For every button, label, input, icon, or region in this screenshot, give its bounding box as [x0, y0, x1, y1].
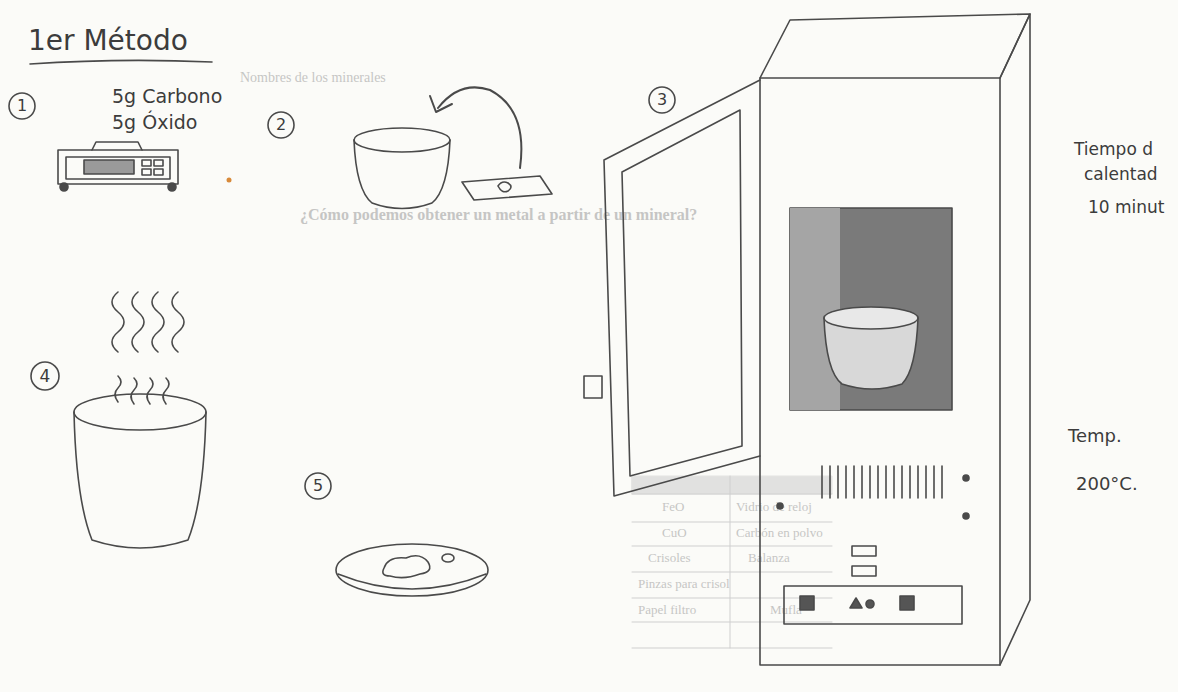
show-through-cell: Balanza [748, 551, 790, 565]
screw [963, 513, 969, 519]
show-through-cell: Vidrio de reloj [736, 500, 812, 514]
furnace-door [604, 80, 760, 496]
step-number: 2 [276, 116, 286, 134]
product [442, 554, 454, 562]
quantity-note: 5g Carbono [112, 86, 222, 107]
scale-key [142, 169, 151, 175]
powder [498, 182, 511, 192]
step-number: 3 [657, 91, 667, 109]
scale-key [154, 160, 163, 166]
scale-foot [60, 183, 68, 191]
control-panel [784, 586, 962, 624]
heating-note: calentad [1084, 165, 1158, 184]
crucible-body [74, 412, 206, 548]
temperature-note: 200°C. [1076, 474, 1138, 494]
steam [115, 376, 169, 404]
chamber-light [790, 208, 840, 410]
show-through-cell: Papel filtro [638, 603, 696, 617]
temperature-note: Temp. [1068, 426, 1122, 446]
scale-drawing [58, 142, 178, 191]
show-through-cell: CuO [662, 526, 687, 540]
crucible-pour [354, 87, 552, 208]
step-circle [31, 362, 59, 390]
heating-note: Tiempo d [1074, 140, 1153, 159]
show-through-cell: Mufla [770, 603, 802, 617]
curved-arrow [438, 87, 521, 168]
crucible-rim [74, 394, 206, 430]
table-header [632, 476, 832, 494]
plate [336, 544, 488, 596]
furnace-side [1000, 14, 1030, 665]
scale-plate [92, 142, 142, 150]
button [800, 596, 814, 610]
button [850, 598, 862, 608]
crucible-rim [354, 128, 450, 152]
page-title: 1er Método [28, 26, 188, 57]
indicator [852, 566, 876, 576]
crucible-rim [824, 307, 918, 329]
scale-key [154, 169, 163, 175]
filter-paper [462, 176, 552, 200]
button [900, 596, 914, 610]
furnace-front [760, 78, 1000, 665]
scale-body [58, 150, 178, 184]
step-circle [305, 473, 331, 499]
door-frame [622, 110, 742, 476]
furnace-top [760, 14, 1030, 78]
muffle-furnace [584, 14, 1030, 665]
speck [227, 178, 232, 183]
step-circle [649, 87, 675, 113]
scale-key [142, 160, 151, 166]
steam [112, 292, 184, 352]
product [383, 556, 430, 578]
table-lines [632, 476, 832, 648]
crucible-body [354, 140, 450, 209]
scale-front [66, 157, 170, 179]
quantity-note: 5g Óxido [112, 112, 197, 133]
button [866, 600, 874, 608]
watch-glass [336, 544, 488, 596]
heating-note: 10 minut [1088, 198, 1165, 217]
title-underline [30, 60, 212, 64]
hot-crucible [74, 292, 206, 548]
vent-slots [822, 466, 942, 498]
step-circle [268, 112, 294, 138]
step-circle [9, 93, 35, 119]
furnace-chamber [790, 208, 952, 410]
show-through-cell: Pinzas para crisol [638, 577, 730, 591]
scale-display [84, 160, 134, 174]
show-through-text: ¿Cómo podemos obtener un metal a partir … [300, 206, 697, 224]
step-number: 4 [40, 367, 51, 386]
arrow-head [430, 96, 452, 112]
step-number: 5 [313, 477, 323, 495]
show-through-text: Nombres de los minerales [240, 70, 386, 85]
screw [777, 503, 783, 509]
indicator [852, 546, 876, 556]
door-handle [584, 376, 602, 398]
screw [963, 475, 969, 481]
show-through-cell: Crisoles [648, 551, 691, 565]
show-through-table [632, 476, 832, 648]
show-through-cell: Carbón en polvo [736, 526, 823, 540]
show-through-cell: FeO [662, 500, 684, 514]
scale-foot [168, 183, 176, 191]
step-number: 1 [17, 97, 27, 115]
